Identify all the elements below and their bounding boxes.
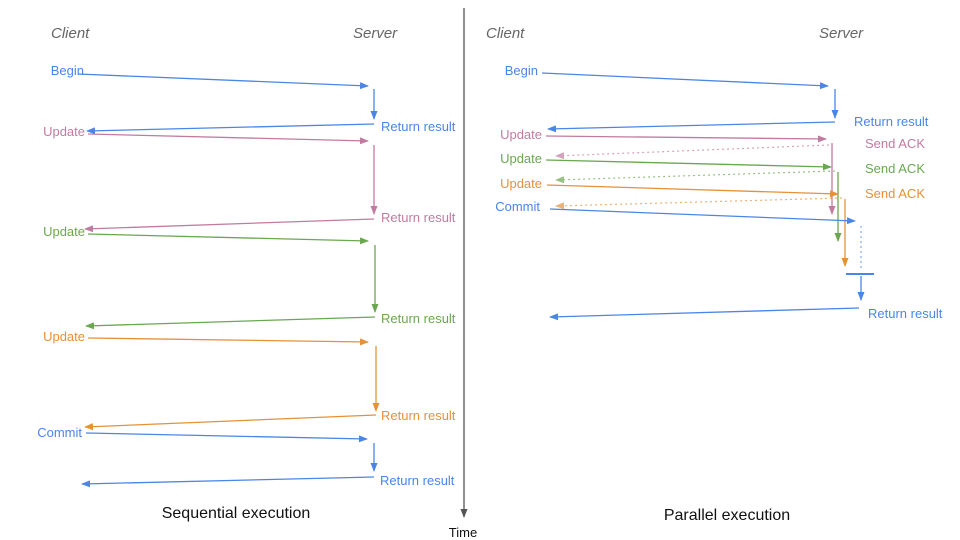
request-arrow bbox=[545, 135, 827, 143]
panel-sequential: Client Server Begin Return result Update… bbox=[37, 25, 456, 522]
message-label: Commit bbox=[37, 425, 82, 440]
message-commit: Commit Return result bbox=[37, 425, 455, 488]
message-update-2: Update Send ACK bbox=[500, 151, 925, 242]
response-label: Return result bbox=[868, 306, 943, 321]
response-arrow bbox=[547, 121, 836, 133]
request-arrow bbox=[545, 159, 832, 171]
ack-dotted-arrow bbox=[555, 170, 836, 184]
response-label: Send ACK bbox=[865, 161, 925, 176]
message-label: Update bbox=[500, 176, 542, 191]
message-update-3: Update Send ACK bbox=[500, 176, 925, 267]
request-arrow bbox=[546, 184, 839, 198]
server-header: Server bbox=[819, 25, 864, 42]
request-arrow bbox=[87, 233, 369, 245]
response-label: Send ACK bbox=[865, 186, 925, 201]
message-update-2: Update Return result bbox=[43, 224, 456, 330]
message-label: Begin bbox=[505, 63, 538, 78]
request-arrow bbox=[87, 133, 369, 145]
panel-parallel: Client Server Begin Return result Update… bbox=[486, 25, 943, 524]
time-axis-label: Time bbox=[449, 525, 477, 540]
response-label: Return result bbox=[381, 311, 456, 326]
response-label: Return result bbox=[381, 119, 456, 134]
response-label: Return result bbox=[381, 408, 456, 423]
response-arrow bbox=[84, 414, 377, 431]
message-label: Update bbox=[43, 329, 85, 344]
request-arrow bbox=[541, 72, 829, 90]
response-label: Return result bbox=[381, 210, 456, 225]
panel-caption: Parallel execution bbox=[664, 507, 790, 524]
message-begin: Begin Return result bbox=[51, 63, 456, 135]
message-label: Update bbox=[500, 127, 542, 142]
message-update-3: Update Return result bbox=[43, 329, 456, 431]
time-axis: Time bbox=[449, 8, 477, 540]
server-header: Server bbox=[353, 25, 398, 42]
message-label: Update bbox=[500, 151, 542, 166]
ack-dotted-arrow bbox=[555, 197, 843, 210]
client-header: Client bbox=[51, 25, 90, 42]
response-arrow bbox=[81, 476, 375, 488]
response-label: Return result bbox=[854, 114, 929, 129]
message-update-1: Update Send ACK bbox=[500, 127, 925, 215]
response-arrow bbox=[84, 218, 375, 233]
request-arrow bbox=[549, 208, 856, 225]
message-commit: Commit Return result bbox=[495, 199, 943, 321]
client-header: Client bbox=[486, 25, 525, 42]
response-label: Send ACK bbox=[865, 136, 925, 151]
message-update-1: Update Return result bbox=[43, 124, 456, 233]
message-label: Update bbox=[43, 124, 85, 139]
request-arrow bbox=[85, 432, 368, 443]
ack-dotted-arrow bbox=[555, 144, 830, 160]
request-arrow bbox=[77, 73, 369, 90]
response-label: Return result bbox=[380, 473, 455, 488]
message-label: Update bbox=[43, 224, 85, 239]
response-arrow bbox=[85, 316, 376, 330]
request-arrow bbox=[87, 337, 369, 346]
message-label: Commit bbox=[495, 199, 540, 214]
panel-caption: Sequential execution bbox=[162, 505, 311, 522]
message-label: Begin bbox=[51, 63, 84, 78]
response-arrow bbox=[86, 123, 375, 135]
response-arrow bbox=[549, 307, 860, 321]
message-begin: Begin Return result bbox=[505, 63, 929, 133]
